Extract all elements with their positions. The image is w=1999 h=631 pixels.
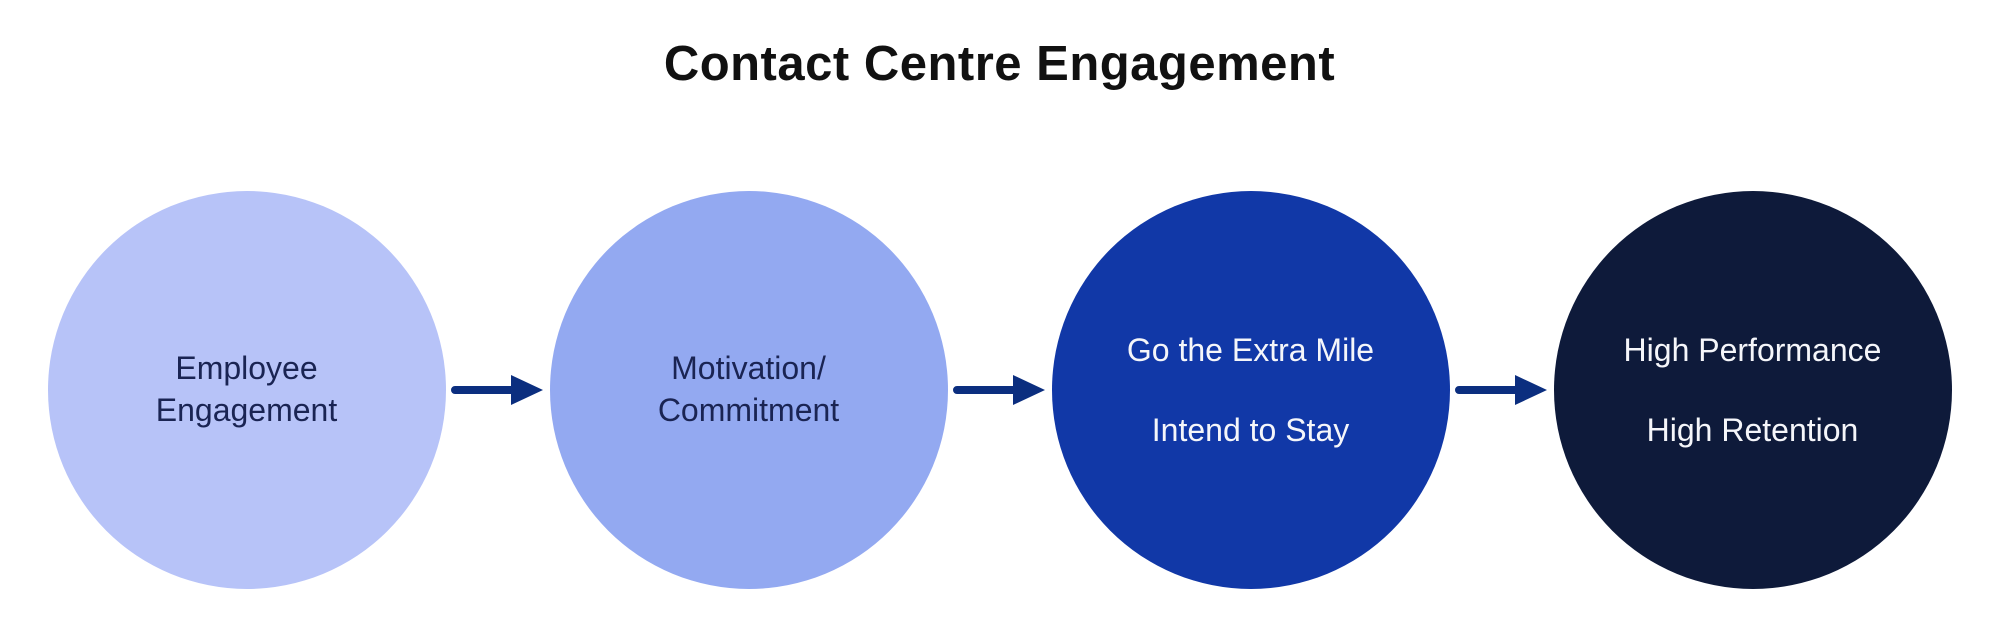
right-arrow-icon: [446, 368, 550, 412]
circle-label-line: High Retention: [1646, 411, 1859, 448]
circle-label-line: Go the Extra Mile: [1126, 331, 1375, 368]
circle-label-line: Employee: [175, 350, 318, 387]
circle-label-line: Motivation/: [671, 350, 826, 387]
circle-motivation-commitment: Motivation/ Commitment: [549, 190, 948, 589]
circle-label-line: High Performance: [1623, 331, 1882, 368]
circle-label-line: Commitment: [657, 391, 840, 428]
diagram-title: Contact Centre Engagement: [663, 37, 1336, 91]
flow-row: Employee Engagement Motivation/ Commitme…: [0, 190, 1999, 589]
circle-go-extra-mile-intend-to-stay: Go the Extra Mile Intend to Stay: [1051, 190, 1450, 589]
circle-label-line: Engagement: [155, 391, 338, 428]
circle-high-performance-high-retention: High Performance High Retention: [1553, 190, 1952, 589]
right-arrow-icon: [1450, 368, 1554, 412]
circle-label-line: Intend to Stay: [1151, 411, 1350, 448]
right-arrow-icon: [948, 368, 1052, 412]
circle-employee-engagement: Employee Engagement: [47, 190, 446, 589]
